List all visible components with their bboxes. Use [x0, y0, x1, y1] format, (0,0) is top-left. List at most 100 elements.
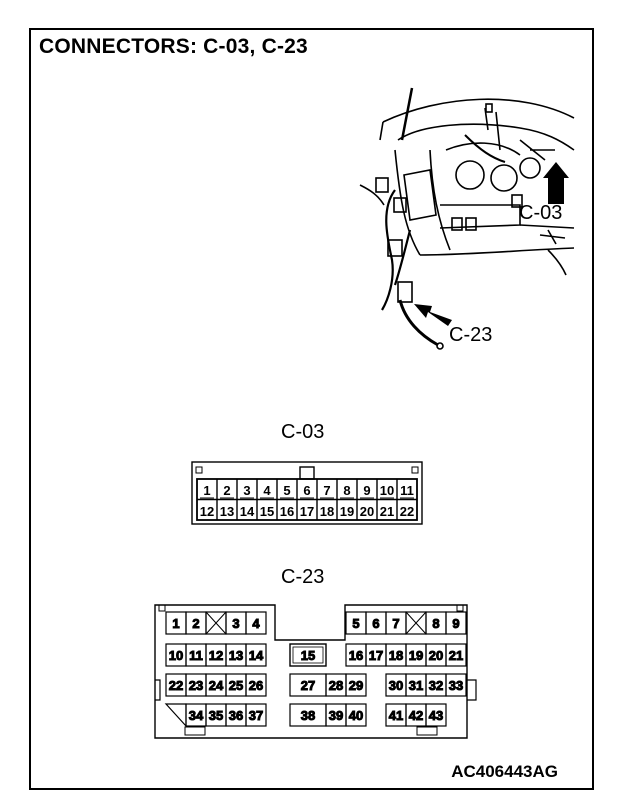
- pin-label: 11: [189, 648, 203, 663]
- callout-c03: C-03: [519, 202, 562, 224]
- pin-label: 3: [243, 483, 250, 498]
- pin-label: 33: [449, 678, 463, 693]
- c03-title: C-03: [281, 421, 325, 443]
- pin-cell: [425, 703, 447, 727]
- cross-mark: [205, 611, 227, 635]
- pin-label: 30: [389, 678, 403, 693]
- arrow-c23: [414, 304, 452, 326]
- dashboard-illustration: [359, 87, 575, 350]
- pin-label: 17: [369, 648, 383, 663]
- pin-cell: [445, 611, 467, 635]
- pin-label: 14: [240, 504, 255, 519]
- pin-label: 29: [349, 678, 363, 693]
- pin-label: 34: [189, 708, 204, 723]
- pin-label: 9: [452, 616, 459, 631]
- pin-label: 16: [349, 648, 363, 663]
- cross-mark: [405, 611, 427, 635]
- pin-label: 20: [360, 504, 374, 519]
- pin-label: 21: [380, 504, 394, 519]
- pin-label: 3: [232, 616, 239, 631]
- pin-label: 8: [432, 616, 439, 631]
- pin-label: 20: [429, 648, 443, 663]
- pin-label: 14: [249, 648, 264, 663]
- pin-cell: [345, 673, 367, 697]
- pin-label: 4: [252, 616, 260, 631]
- pin-label: 15: [301, 648, 315, 663]
- pin-cell: [289, 643, 327, 667]
- c23-housing: [154, 604, 468, 739]
- pin-label: 16: [280, 504, 294, 519]
- pin-label: 21: [449, 648, 463, 663]
- pin-label: 43: [429, 708, 443, 723]
- pin-label: 35: [209, 708, 223, 723]
- pin-label: 13: [229, 648, 243, 663]
- pin-label: 15: [260, 504, 274, 519]
- c03-housing: [191, 461, 423, 525]
- pin-label: 8: [343, 483, 350, 498]
- pin-label: 19: [340, 504, 354, 519]
- c03-dividers: [216, 479, 398, 520]
- pin-label: 10: [380, 483, 394, 498]
- pin-label: 11: [400, 483, 414, 498]
- pin-label: 9: [363, 483, 370, 498]
- pin-label: 5: [352, 616, 359, 631]
- pin-cell: [345, 703, 367, 727]
- pin-cell: [245, 611, 267, 635]
- c03-latch: [299, 466, 315, 480]
- pin-label: 40: [349, 708, 363, 723]
- pin-label: 2: [223, 483, 230, 498]
- pin-label: 24: [209, 678, 224, 693]
- figure-code: AC406443AG: [451, 762, 558, 781]
- pin-label: 4: [263, 483, 271, 498]
- pin-label: 42: [409, 708, 423, 723]
- c23-middle-block: 15 27 28 29 38 39 40: [289, 643, 367, 727]
- pin-label: 37: [249, 708, 263, 723]
- pin-cell: [245, 643, 267, 667]
- pin-label: 7: [323, 483, 330, 498]
- pin-label: 32: [429, 678, 443, 693]
- pin-label: 1: [203, 483, 210, 498]
- page-title: CONNECTORS: C-03, C-23: [39, 35, 308, 58]
- pin-label: 36: [229, 708, 243, 723]
- pin-label: 27: [301, 678, 315, 693]
- pin-label: 19: [409, 648, 423, 663]
- pin-label: 28: [329, 678, 343, 693]
- pin-label: 18: [320, 504, 334, 519]
- pin-label: 23: [189, 678, 203, 693]
- pin-label: 2: [192, 616, 199, 631]
- pin-label: 6: [303, 483, 310, 498]
- pin-label: 38: [301, 708, 315, 723]
- pin-label: 10: [169, 648, 183, 663]
- pin-label: 12: [209, 648, 223, 663]
- c23-title: C-23: [281, 566, 325, 588]
- pin-label: 22: [400, 504, 414, 519]
- pin-label: 7: [392, 616, 399, 631]
- pin-label: 12: [200, 504, 214, 519]
- arrow-c03: [543, 162, 569, 204]
- pin-label: 41: [389, 708, 403, 723]
- pin-label: 5: [283, 483, 290, 498]
- pin-cell: [245, 703, 267, 727]
- pin-cell: [245, 673, 267, 697]
- pin-label: 17: [300, 504, 314, 519]
- keying-slot: [164, 703, 187, 728]
- pin-label: 6: [372, 616, 379, 631]
- pin-cell: [445, 643, 467, 667]
- callout-c23: C-23: [449, 324, 492, 346]
- pin-label: 1: [172, 616, 179, 631]
- pin-label: 22: [169, 678, 183, 693]
- pin-label: 26: [249, 678, 263, 693]
- pin-label: 31: [409, 678, 423, 693]
- pin-cell: [445, 673, 467, 697]
- pin-label: 39: [329, 708, 343, 723]
- pin-label: 18: [389, 648, 403, 663]
- callout-arrows: C-03 C-23: [414, 162, 569, 346]
- pin-label: 13: [220, 504, 234, 519]
- pin-label: 25: [229, 678, 243, 693]
